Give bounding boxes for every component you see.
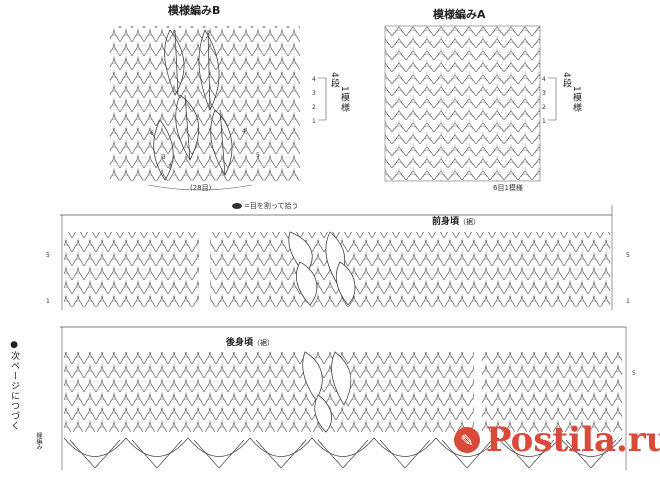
pattern-b-rows-label: 4段 <box>328 72 341 89</box>
front-yoke-title: 前身頃（裾） <box>432 214 480 227</box>
pattern-b-pattern-label: 1模様 <box>338 86 351 113</box>
pattern-a-row-2: 2 <box>542 104 546 111</box>
pattern-a-title: 模様編みA <box>433 8 486 21</box>
pattern-b-row-7-inner: 7 <box>168 164 172 171</box>
edging-label: 縁編み <box>35 432 42 450</box>
front-yoke-row-right-bottom: 1 <box>626 298 630 305</box>
front-yoke-row-left-bottom: 1 <box>46 298 50 305</box>
back-yoke-title-text: 後身頃 <box>226 338 254 348</box>
pattern-a-pattern-label: 1模様 <box>570 86 583 113</box>
continued-next-page-note: ●次ページにつづく <box>9 340 19 431</box>
front-yoke-chart <box>60 205 613 310</box>
pattern-a-rows-num: 4 <box>561 72 571 79</box>
watermark-logo-icon: ✎ <box>454 427 480 453</box>
pattern-a-row-3: 3 <box>542 90 546 97</box>
pattern-b-rows-num: 4 <box>329 72 339 79</box>
watermark: ✎ Postila.ru <box>454 420 660 460</box>
back-yoke-title: 後身頃（裾） <box>226 335 274 348</box>
pattern-b-pattern-text: 模様 <box>339 92 349 113</box>
pattern-b-row-4: 4 <box>312 76 316 83</box>
pattern-b-row-4-inner: 4 <box>242 128 246 135</box>
pattern-b-row-6-inner: 6 <box>150 130 154 137</box>
pattern-a-row-1: 1 <box>542 118 546 125</box>
pattern-a-pattern-num: 1 <box>571 86 581 93</box>
pattern-b-row-5-inner: 5 <box>256 152 260 159</box>
pattern-a-repeat-note: 6目1模様 <box>493 184 523 192</box>
front-yoke-row-right-top: 5 <box>626 252 630 259</box>
pattern-b-row-3-inner: 3 <box>162 154 166 161</box>
pattern-a-row-4: 4 <box>542 76 546 83</box>
legend: =目を割って拾う <box>232 201 299 211</box>
legend-text: =目を割って拾う <box>244 202 299 210</box>
pattern-a-rows-label: 4段 <box>560 72 573 89</box>
pattern-a-chart <box>384 25 541 182</box>
pattern-b-chart <box>110 26 300 191</box>
pattern-a-pattern-text: 模様 <box>571 92 581 113</box>
pattern-b-row-1: 1 <box>312 118 316 125</box>
front-yoke-subtitle: （裾） <box>459 218 481 226</box>
back-yoke-row-right: 5 <box>632 370 636 377</box>
back-yoke-chart <box>60 326 627 470</box>
legend-symbol-icon <box>232 203 242 209</box>
front-yoke-title-text: 前身頃 <box>432 217 460 227</box>
pattern-b-pattern-num: 1 <box>339 86 349 93</box>
pattern-b-row-3: 3 <box>312 90 316 97</box>
back-yoke-subtitle: （裾） <box>253 339 275 347</box>
pattern-b-title: 模様編みB <box>168 4 221 17</box>
watermark-text: Postila.ru <box>486 420 660 460</box>
front-yoke-row-left-top: 5 <box>46 252 50 259</box>
pattern-b-row-2: 2 <box>312 104 316 111</box>
pattern-a-rows-text: 段 <box>561 78 571 89</box>
pattern-b-rows-text: 段 <box>329 78 339 89</box>
pattern-b-stitch-count: (28目) <box>190 184 212 192</box>
